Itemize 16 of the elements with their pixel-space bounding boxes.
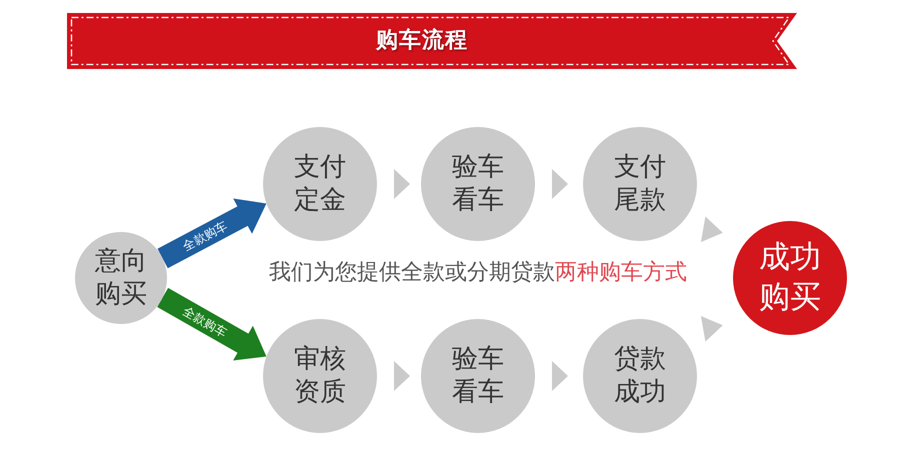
step-circle: 支付定金 xyxy=(263,127,377,241)
step-circle: 验车看车 xyxy=(421,319,535,433)
step-circle: 支付尾款 xyxy=(583,127,697,241)
step-circle: 验车看车 xyxy=(421,127,535,241)
step-circle: 审核资质 xyxy=(263,319,377,433)
title: 购车流程 xyxy=(376,28,468,54)
chevron xyxy=(394,361,410,391)
highlighted-text: 两种购车方式 xyxy=(555,260,687,285)
chevron xyxy=(700,216,723,242)
goal-circle: 成功购买 xyxy=(733,221,847,335)
chevron xyxy=(552,361,568,391)
caption-text: 我们为您提供全款或分期贷款 xyxy=(269,260,555,285)
chevron xyxy=(394,169,410,199)
start-circle: 意向购买 xyxy=(75,232,167,324)
chevron xyxy=(552,169,568,199)
step-circle: 贷款成功 xyxy=(583,319,697,433)
